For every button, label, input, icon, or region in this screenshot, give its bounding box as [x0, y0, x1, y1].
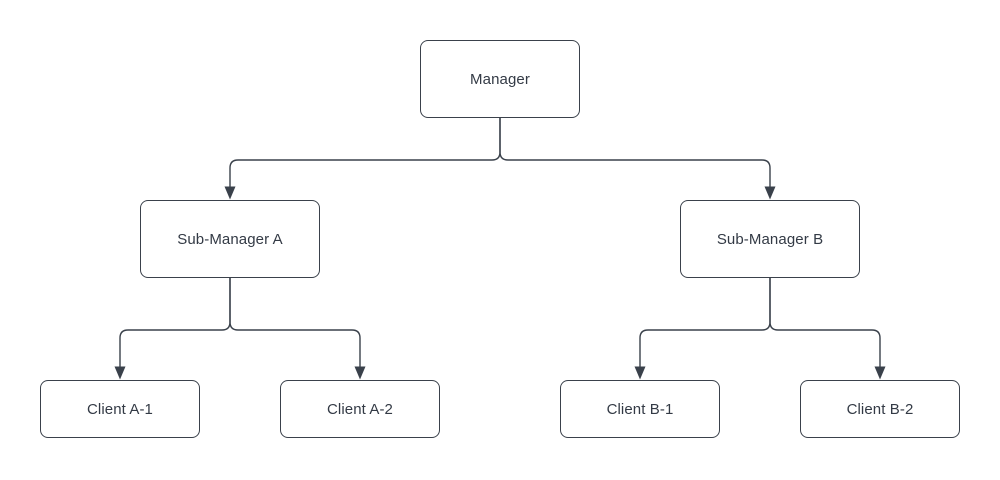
node-sub-manager-a-label: Sub-Manager A [177, 230, 283, 248]
node-client-b2: Client B-2 [800, 380, 960, 438]
node-manager-label: Manager [470, 70, 530, 88]
node-manager: Manager [420, 40, 580, 118]
edge-sub-a-client-a2 [229, 278, 366, 380]
node-client-a1: Client A-1 [40, 380, 200, 438]
node-sub-manager-a: Sub-Manager A [140, 200, 320, 278]
edge-manager-sub-a [224, 118, 501, 200]
node-sub-manager-b-label: Sub-Manager B [716, 230, 824, 248]
edge-sub-a-client-a1 [114, 278, 231, 380]
node-sub-manager-b: Sub-Manager B [680, 200, 860, 278]
node-client-b1: Client B-1 [560, 380, 720, 438]
edge-manager-sub-b [499, 118, 776, 200]
edge-sub-b-client-b2 [769, 278, 886, 380]
node-client-a2: Client A-2 [280, 380, 440, 438]
node-client-a1-label: Client A-1 [86, 400, 154, 418]
edge-sub-b-client-b1 [634, 278, 771, 380]
node-client-b1-label: Client B-1 [606, 400, 674, 418]
node-client-a2-label: Client A-2 [326, 400, 394, 418]
node-client-b2-label: Client B-2 [846, 400, 914, 418]
